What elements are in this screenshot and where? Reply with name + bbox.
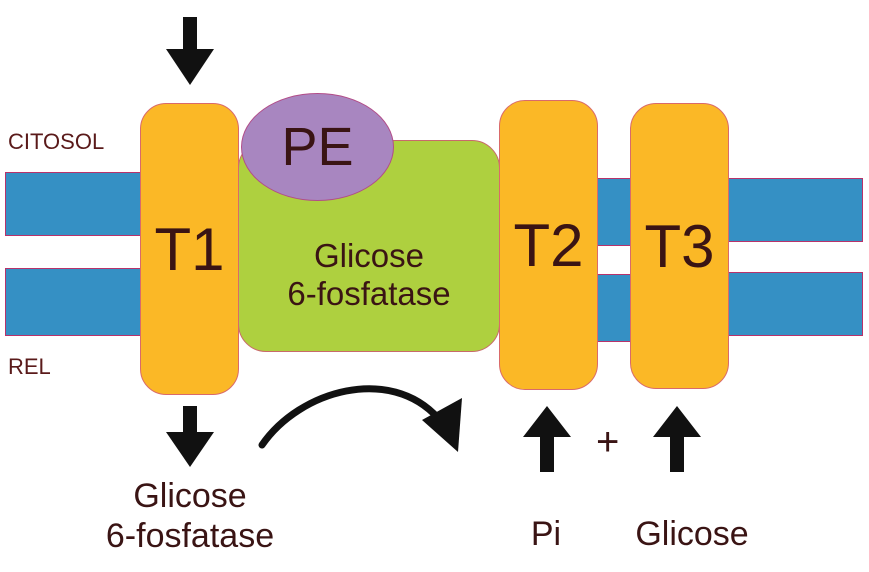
transporter-t3-label: T3 xyxy=(644,212,715,280)
transporter-t1: T1 xyxy=(140,103,239,395)
glucose-label: Glicose xyxy=(635,515,749,553)
transporter-t2: T2 xyxy=(499,100,598,390)
cytosol-label: CITOSOL xyxy=(8,129,105,154)
membrane-upper-right xyxy=(725,178,863,242)
transporter-t2-label: T2 xyxy=(513,211,584,279)
rel-label: REL xyxy=(8,354,51,379)
pe-label: PE xyxy=(281,117,354,177)
arrow-up-into-t2-icon xyxy=(523,406,571,472)
membrane-upper-left xyxy=(5,172,145,236)
pi-label: Pi xyxy=(530,515,562,553)
transporter-t3: T3 xyxy=(630,103,729,389)
plus-sign: + xyxy=(596,420,620,464)
product-left-label: Glicose 6-fosfatase xyxy=(70,476,310,556)
product-left-line1: Glicose xyxy=(133,477,247,515)
arrow-down-into-t1-icon xyxy=(166,17,214,85)
product-left-line2: 6-fosfatase xyxy=(105,517,275,555)
pe-subunit: PE xyxy=(241,93,394,201)
enzyme-name-line2: 6-fosfatase xyxy=(287,275,451,312)
membrane-lower-right xyxy=(725,272,863,336)
arrow-up-into-t3-icon xyxy=(653,406,701,472)
enzyme-name-line1: Glicose xyxy=(313,237,425,274)
arrow-down-out-of-t1-icon xyxy=(166,406,214,467)
curved-reaction-arrow-icon xyxy=(258,385,462,452)
membrane-lower-left xyxy=(5,268,145,336)
transporter-t1-label: T1 xyxy=(154,215,225,283)
